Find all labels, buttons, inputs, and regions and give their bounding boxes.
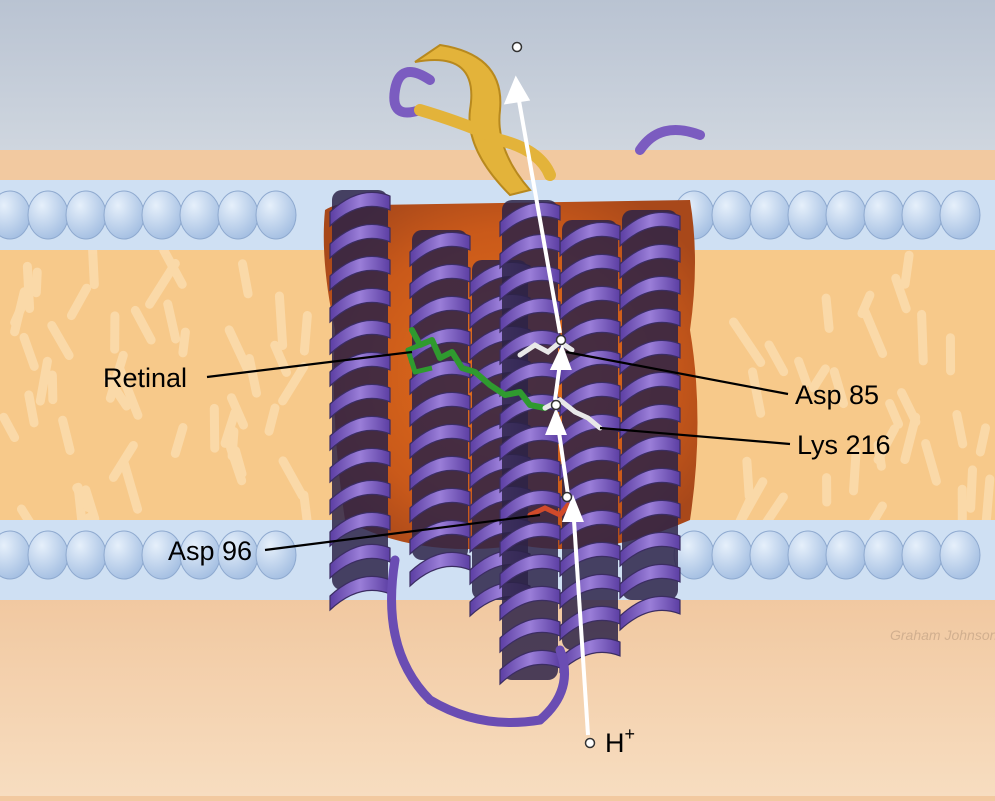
residue-marker-asp85	[557, 336, 566, 345]
label-asp96: Asp 96	[168, 536, 252, 566]
artist-signature: Graham Johnson	[890, 627, 995, 643]
residue-marker-lys216	[552, 401, 561, 410]
label-lys216: Lys 216	[797, 430, 891, 460]
label-asp85: Asp 85	[795, 380, 879, 410]
residue-marker-asp96	[563, 493, 572, 502]
residue-marker-entry	[586, 739, 595, 748]
residue-marker-exit	[513, 43, 522, 52]
label-retinal: Retinal	[103, 363, 187, 393]
